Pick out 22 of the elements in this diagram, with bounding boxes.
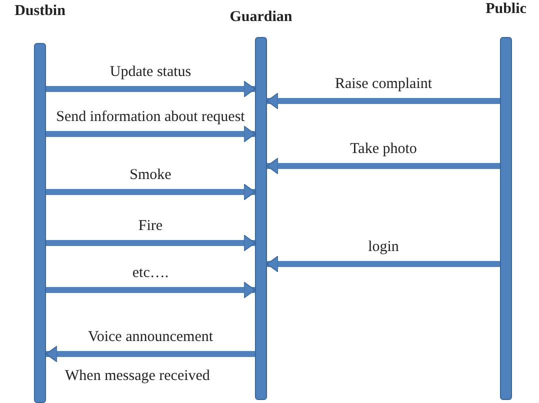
edge-label: Smoke [128,167,172,183]
arrow [266,158,500,174]
edge-label: Take photo [349,141,418,157]
arrow [46,282,256,298]
edge-label: Send information about request [55,109,246,125]
arrow [46,80,256,98]
edge-label: etc…. [131,265,170,281]
lifeline-label: Guardian [228,9,294,26]
arrow [46,126,256,142]
lifeline-label: Public [484,1,528,18]
arrow [266,92,500,110]
arrow [46,346,255,362]
lifeline-label: Dustbin [14,3,66,20]
edge-label: Fire [137,218,164,234]
arrow [266,256,500,272]
edge-label: Update status [108,64,192,80]
edge-label: Voice announcement [86,329,214,345]
note-text: When message received [65,368,210,385]
edge-label: Raise complaint [334,76,434,92]
arrow [46,184,256,200]
arrow [46,234,256,252]
edge-label: login [367,239,400,255]
